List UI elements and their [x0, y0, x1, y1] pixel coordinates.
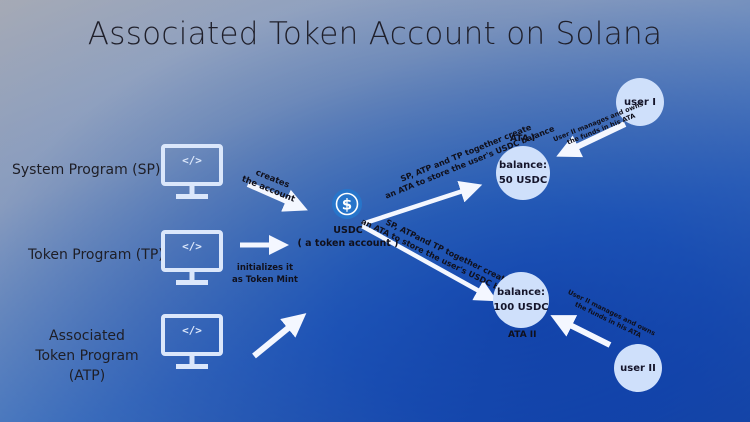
label-system-program: System Program (SP) — [12, 162, 161, 178]
code-brackets-icon: </> — [182, 154, 202, 167]
label-init-line2: as Token Mint — [232, 275, 298, 285]
diagram-title: Associated Token Account on Solana — [87, 16, 663, 52]
label-atp-line1: Associated — [49, 328, 125, 344]
arrow-icon — [361, 180, 483, 227]
arrow-icon — [556, 121, 627, 158]
user-2-name: user II — [620, 362, 656, 374]
label-initializes-token-mint: initializes it as Token Mint — [232, 262, 298, 286]
ata-1-balance-label: balance: — [499, 160, 547, 171]
code-brackets-icon: </> — [182, 240, 202, 253]
computer-monitor-icon: </> — [161, 230, 223, 285]
usdc-symbol: $ — [342, 196, 352, 214]
ata-2-balance-label: balance: — [497, 287, 545, 298]
arrow-icon — [550, 315, 612, 348]
label-ata-1: ATA I — [510, 134, 536, 144]
user-1-node: user I — [616, 78, 664, 126]
arrow-icon — [246, 181, 308, 212]
arrow-icon — [360, 224, 498, 302]
usdc-name: USDC — [333, 225, 363, 236]
computer-monitor-icon: </> — [161, 144, 223, 199]
usdc-coin-icon: $ — [332, 189, 362, 219]
usdc-token-account: USDC ( a token account ) — [296, 224, 400, 250]
code-brackets-icon: </> — [182, 324, 202, 337]
label-atp-line2: Token Program (ATP) — [35, 348, 139, 384]
arrow-icon — [252, 313, 307, 359]
ata-2-balance-value: 100 USDC — [493, 302, 549, 313]
usdc-subtitle: ( a token account ) — [297, 238, 399, 249]
ata-1-node: balance: 50 USDC — [496, 146, 550, 200]
ata-2-node: balance: 100 USDC — [493, 272, 549, 328]
computer-monitor-icon: </> — [161, 314, 223, 369]
label-token-program: Token Program (TP) — [28, 247, 164, 263]
user-1-name: user I — [624, 96, 656, 108]
user-2-node: user II — [614, 344, 662, 392]
label-init-line1: initializes it — [236, 263, 294, 273]
label-associated-token-program: Associated Token Program (ATP) — [20, 326, 154, 386]
label-ata-2: ATA II — [508, 330, 537, 340]
ata-1-balance-value: 50 USDC — [498, 175, 548, 186]
